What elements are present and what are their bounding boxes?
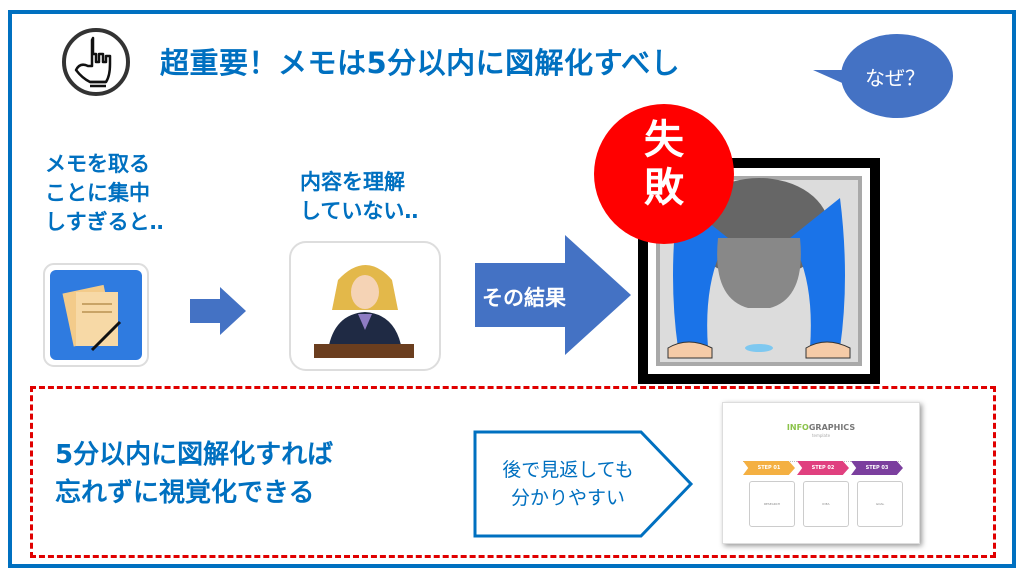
conclusion-line: 5分以内に図解化すれば	[55, 440, 334, 470]
conclusion-text: 5分以内に図解化すれば 忘れずに視覚化できる	[55, 436, 333, 512]
result-arrow	[475, 235, 631, 355]
step1-line: しすぎると‥	[45, 210, 164, 234]
benefit-line: 後で見返しても	[502, 459, 634, 481]
failure-char: 失	[644, 117, 684, 163]
slide-frame	[8, 10, 1016, 568]
speech-bubble-text: なぜ？	[865, 66, 925, 90]
failure-badge	[594, 104, 734, 244]
infographic-title: INFOGRAPHICS	[723, 423, 919, 432]
failure-char: 敗	[644, 165, 684, 211]
page-title: 超重要！メモは5分以内に図解化すべし	[160, 46, 681, 80]
step1-line: ことに集中	[45, 181, 150, 205]
step2-text: 内容を理解 していない‥	[300, 168, 418, 226]
infographic-card: IDEA	[803, 481, 849, 527]
infographic-thumbnail: INFOGRAPHICS template STEP 01 STEP 02 ST…	[722, 402, 920, 544]
arrow-right-icon	[190, 287, 246, 335]
memo-document-icon	[43, 263, 149, 367]
step1-text: メモを取る ことに集中 しすぎると‥	[45, 150, 164, 237]
conclusion-line: 忘れずに視覚化できる	[55, 478, 315, 508]
benefit-arrow	[473, 430, 694, 538]
benefit-line: 分かりやすい	[510, 487, 625, 509]
infographic-title-a: INFO	[786, 423, 809, 432]
infographic-step: STEP 03	[851, 461, 903, 475]
infographic-title-b: GRAPHICS	[808, 423, 856, 432]
failure-text: 失 敗	[594, 116, 734, 212]
step1-line: メモを取る	[45, 152, 150, 176]
infographic-step: STEP 01	[743, 461, 795, 475]
infographic-card: RESEARCH	[749, 481, 795, 527]
benefit-text: 後で見返しても 分かりやすい	[478, 456, 658, 512]
infographic-subtitle: template	[811, 433, 831, 438]
conclusion-box	[30, 386, 996, 558]
infographic-step: STEP 02	[797, 461, 849, 475]
infographic-card: GOAL	[857, 481, 903, 527]
pointing-hand-icon	[62, 28, 130, 96]
confused-woman-illustration	[289, 241, 441, 371]
step2-line: していない‥	[300, 199, 419, 223]
step2-line: 内容を理解	[300, 170, 405, 194]
speech-bubble	[813, 34, 953, 118]
result-arrow-label: その結果	[482, 286, 566, 310]
